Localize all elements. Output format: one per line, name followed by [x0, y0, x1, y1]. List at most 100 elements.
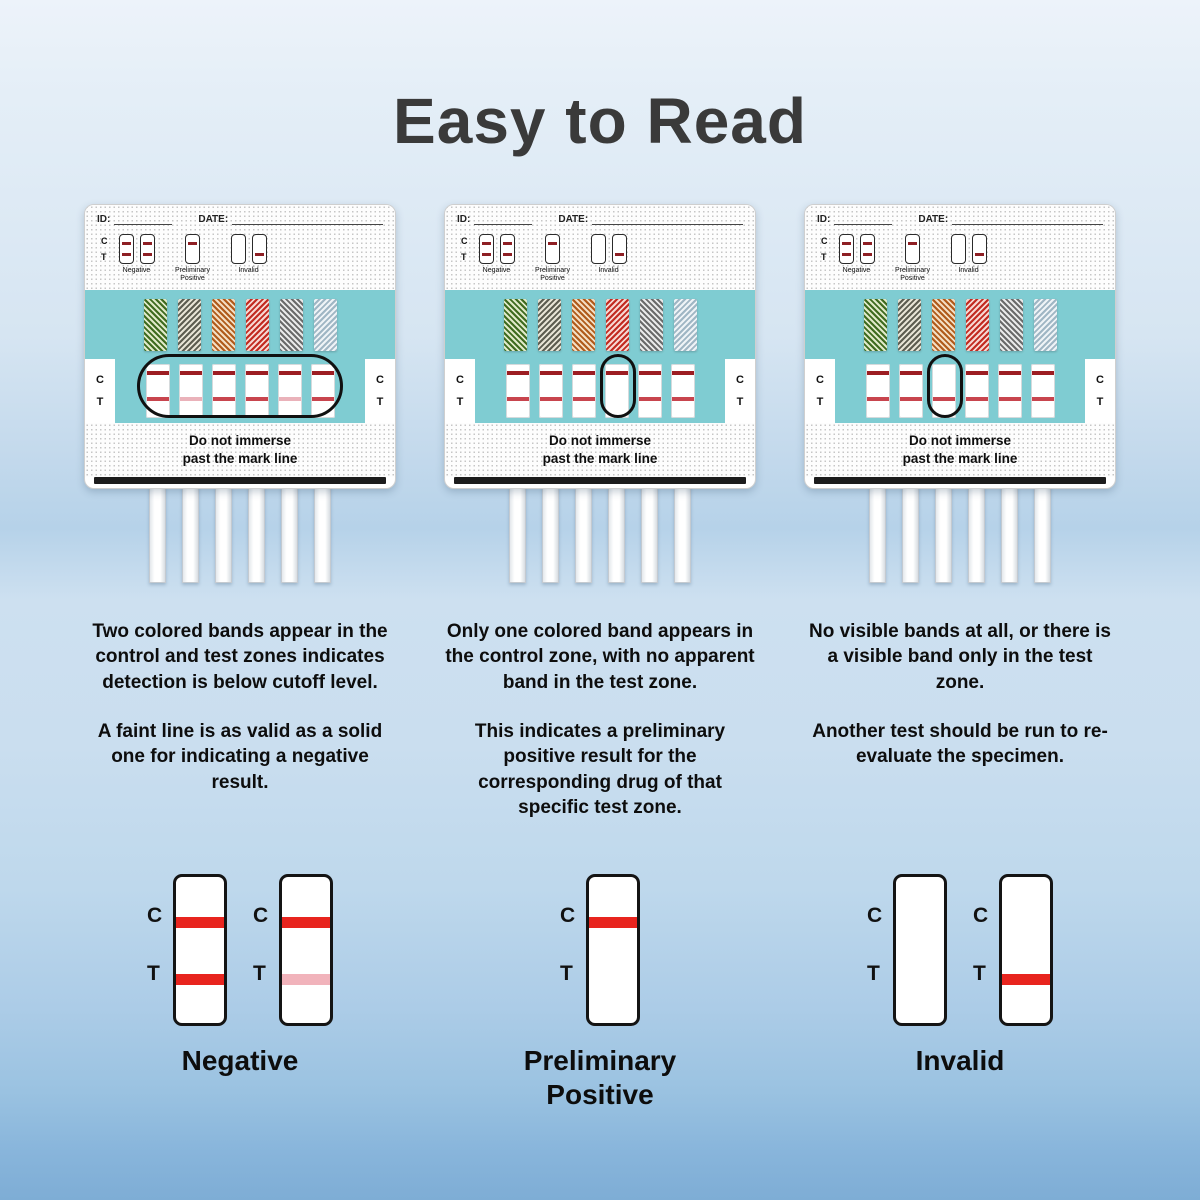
page-title: Easy to Read [393, 85, 807, 157]
printed-negative-group: Negative [478, 234, 515, 283]
test-label: T [973, 962, 986, 986]
test-label: T [736, 396, 744, 409]
control-label: C [1096, 374, 1104, 387]
dip-strip [281, 486, 298, 584]
reagent-strip [571, 299, 595, 352]
reagent-strip [863, 299, 887, 352]
test-device-invalid-example: ID: DATE: C T Negative [804, 204, 1116, 584]
printed-invalid-group: Invalid [590, 234, 627, 283]
result-strip-window [211, 364, 236, 419]
printed-window [838, 234, 854, 264]
legend-strip [173, 874, 227, 1027]
reagent-strip [897, 299, 921, 352]
result-strip-window [178, 364, 203, 419]
test-line [866, 397, 889, 401]
test-label: T [821, 252, 827, 262]
description-paragraph: Another test should be run to re-evaluat… [812, 720, 1108, 768]
result-strip-window [538, 364, 563, 419]
test-line [932, 397, 955, 401]
control-line [1031, 371, 1054, 375]
printed-negative-label: Negative [482, 267, 511, 274]
reagent-strip [965, 299, 989, 352]
result-strip-window [898, 364, 923, 419]
printed-preliminary-group: Preliminary Positive [526, 234, 580, 283]
card-header: ID: DATE: C T Negative [805, 205, 1115, 291]
control-label: C [456, 374, 464, 387]
control-line [176, 917, 224, 929]
legend-strip [279, 874, 333, 1027]
test-label: T [456, 396, 464, 409]
test-label: T [461, 252, 467, 262]
id-blank-line [114, 215, 173, 225]
date-label: DATE: [198, 214, 229, 225]
printed-result-key: C T Negative Preliminar [97, 234, 383, 283]
ct-labels-left: C T [805, 359, 835, 424]
legend-label-preliminary-positive: Preliminary Positive [523, 1045, 677, 1110]
printed-window [139, 234, 155, 264]
test-line [506, 397, 529, 401]
strip-panel [835, 354, 1085, 424]
dip-strip [641, 486, 658, 584]
control-label: C [867, 904, 883, 928]
ct-labels-right: C T [365, 359, 395, 424]
description-paragraph: Only one colored band appears in the con… [445, 621, 755, 693]
test-device-preliminary-positive-example: ID: DATE: C T Negative [444, 204, 756, 584]
date-label: DATE: [918, 214, 949, 225]
result-window-row: C T C T [445, 354, 755, 424]
control-label: C [376, 374, 384, 387]
control-line [589, 917, 637, 929]
result-strip-window [964, 364, 989, 419]
max-mark-line [454, 477, 746, 485]
ct-labels-left: C T [445, 359, 475, 424]
printed-window [859, 234, 875, 264]
immerse-warning-line2: past the mark line [902, 450, 1018, 466]
immerse-warning: Do not immerse past the mark line [445, 423, 755, 478]
control-line [638, 371, 661, 375]
dip-strip [575, 486, 592, 584]
printed-invalid-label: Invalid [238, 267, 259, 274]
control-label: C [147, 904, 163, 928]
control-line [212, 371, 235, 375]
dip-strip [149, 486, 166, 584]
test-label: T [147, 962, 160, 986]
test-label: T [376, 396, 384, 409]
dip-strip [314, 486, 331, 584]
reagent-strip [211, 299, 235, 352]
result-strip-window [997, 364, 1022, 419]
control-label: C [816, 374, 824, 387]
control-line [605, 371, 628, 375]
device-slot-invalid: ID: DATE: C T Negative [804, 204, 1116, 584]
test-label: T [101, 252, 107, 262]
test-label: T [816, 396, 824, 409]
control-line [539, 371, 562, 375]
result-strip-window [637, 364, 662, 419]
result-strip-window [571, 364, 596, 419]
result-strip-window [505, 364, 530, 419]
descriptions-row: Two colored bands appear in the control … [0, 619, 1200, 820]
printed-ct-labels: C T [461, 234, 468, 262]
id-date-row: ID: DATE: [817, 215, 1103, 225]
id-label: ID: [97, 214, 111, 225]
test-line [245, 397, 268, 401]
printed-preliminary-group: Preliminary Positive [886, 234, 940, 283]
control-label: C [96, 374, 104, 387]
dip-strip [869, 486, 886, 584]
printed-negative-group: Negative [838, 234, 875, 283]
reagent-strip [313, 299, 337, 352]
printed-negative-label: Negative [842, 267, 871, 274]
test-label: T [253, 962, 266, 986]
printed-preliminary-label: Preliminary Positive [174, 267, 210, 283]
printed-window [971, 234, 987, 264]
dip-strip [542, 486, 559, 584]
reagent-strip [503, 299, 527, 352]
